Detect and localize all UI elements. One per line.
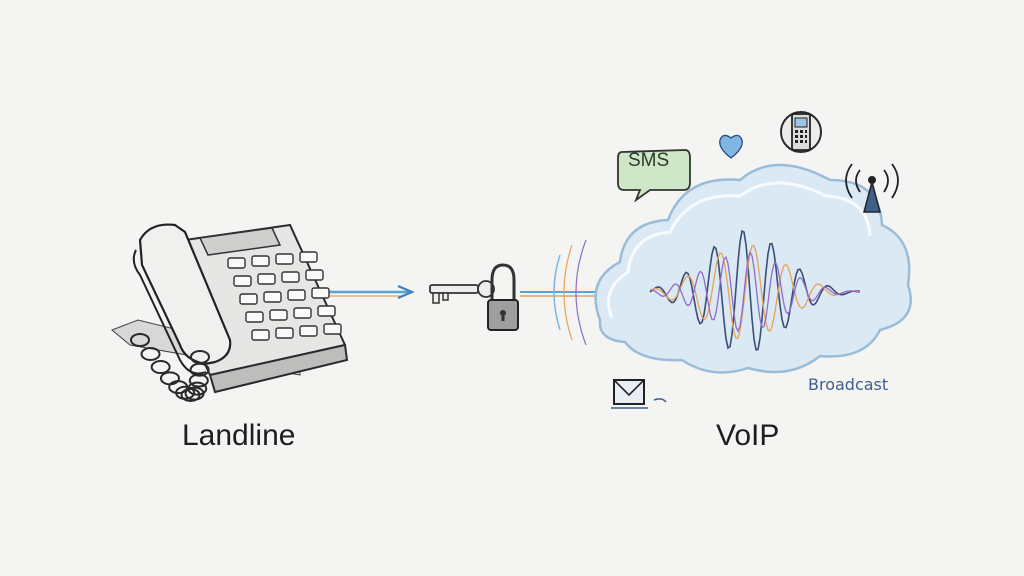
key-icon: [429, 280, 495, 304]
keypad-button: [239, 293, 258, 305]
mobile-phone-icon: [780, 111, 822, 153]
keypad-button: [269, 309, 288, 321]
landline-label: Landline: [182, 419, 296, 452]
padlock-icon: [487, 263, 519, 331]
keypad-button: [251, 255, 270, 267]
keypad-button: [233, 275, 252, 287]
keypad-button: [317, 305, 336, 317]
sms-bubble: [617, 149, 691, 203]
cord-coil: [150, 360, 171, 375]
cord-coil: [130, 333, 150, 347]
keypad-button: [227, 257, 246, 269]
envelope-icon: [611, 379, 667, 409]
cloud-icon: [594, 163, 913, 374]
keypad-button: [323, 323, 342, 335]
antenna-icon: [845, 163, 899, 213]
sms-label: SMS: [628, 150, 670, 171]
keypad-button: [257, 273, 276, 285]
cord-coil: [190, 349, 210, 364]
keypad-button: [299, 251, 318, 263]
keypad-button: [299, 325, 318, 337]
keypad-button: [275, 253, 294, 265]
broadcast-label: Broadcast: [808, 375, 889, 394]
heart-icon: [719, 134, 743, 159]
keypad-button: [281, 271, 300, 283]
keypad-button: [305, 269, 324, 281]
cord-coil: [188, 373, 209, 388]
keypad-button: [287, 289, 306, 301]
keypad-button: [251, 329, 270, 341]
keypad-button: [245, 311, 264, 323]
cord-coil: [187, 381, 208, 396]
landline-phone-icon: [111, 223, 349, 402]
connection-line: [322, 284, 415, 300]
keypad-button: [275, 327, 294, 339]
keypad-button: [311, 287, 330, 299]
voip-label: VoIP: [716, 419, 780, 452]
cord-coil: [159, 371, 180, 386]
keypad-button: [263, 291, 282, 303]
keypad-button: [293, 307, 312, 319]
cord-coil: [140, 346, 161, 361]
